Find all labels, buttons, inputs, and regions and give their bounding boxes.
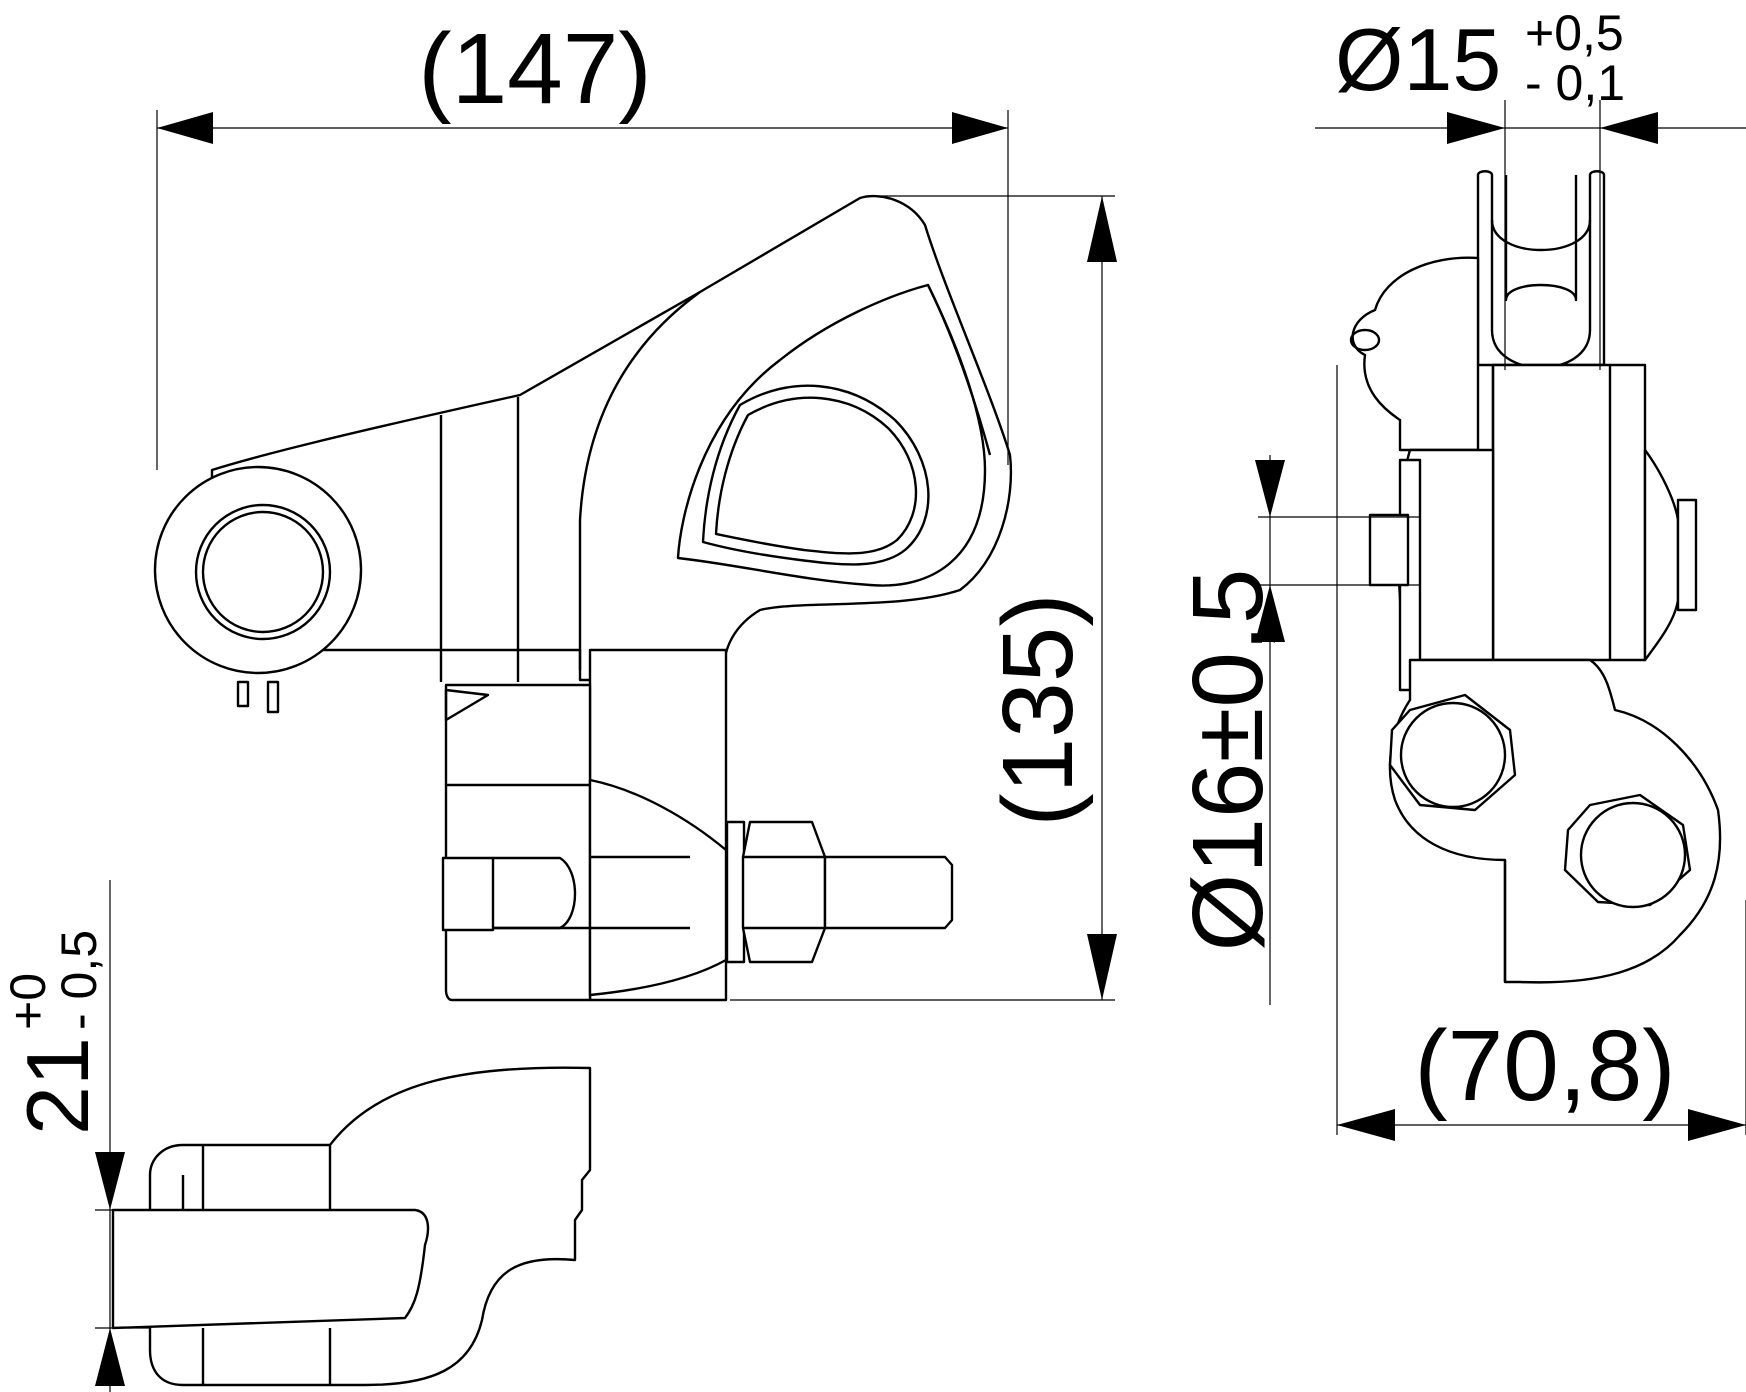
label-147: (147) — [418, 13, 651, 125]
dim-tap-diameter: Ø16±0,5 — [1172, 455, 1420, 1005]
bottom-view — [111, 1066, 592, 1387]
label-dia-15-tol-upper: +0,5 — [1525, 5, 1624, 61]
label-21-tol-upper: +0 — [0, 973, 56, 1030]
front-view — [153, 194, 1013, 1002]
side-view — [1349, 170, 1722, 984]
dim-conductor-diameter: Ø15 +0,5 - 0,1 — [1315, 5, 1746, 370]
dim-overall-height: (135) — [730, 195, 1117, 1001]
slot-cap — [493, 856, 577, 930]
cap-dot — [1349, 328, 1381, 352]
eye-inner — [194, 503, 332, 641]
hook-inner — [1504, 175, 1578, 302]
dim-overall-width: (147) — [156, 13, 1009, 470]
label-135: (135) — [982, 593, 1094, 826]
washer — [725, 820, 746, 964]
hex-nut — [741, 820, 827, 964]
lower-housing — [444, 683, 592, 1002]
stem-tab — [1368, 513, 1410, 587]
threaded-stud — [823, 855, 954, 930]
label-dia-15: Ø15 — [1335, 10, 1501, 109]
label-dia-15-tol-lower: - 0,1 — [1525, 55, 1625, 111]
window-inner-2 — [714, 396, 918, 555]
dim-side-width: (70,8) — [1336, 365, 1746, 1141]
side-pin — [1676, 498, 1698, 612]
body-curve — [578, 291, 701, 670]
body-edge — [926, 284, 992, 456]
small-wedge — [444, 688, 490, 722]
bolt-1-head — [1399, 701, 1507, 809]
bolt-2-head — [1579, 801, 1687, 909]
top-hook — [1476, 170, 1606, 369]
bottom-inner — [111, 1208, 430, 1330]
window-outer — [676, 283, 987, 587]
label-70-8: (70,8) — [1414, 1010, 1675, 1122]
window-inner — [701, 384, 930, 566]
pin-2 — [266, 680, 280, 714]
label-dia-16: Ø16±0,5 — [1172, 569, 1284, 952]
cap-left — [1351, 256, 1480, 452]
wedge-right — [1643, 448, 1680, 662]
eye-bore — [201, 510, 325, 634]
label-21-tol-lower: - 0,5 — [51, 930, 107, 1030]
pin-1 — [236, 680, 250, 708]
label-21: 21 — [8, 1037, 107, 1135]
dim-opening-height: 21 +0 - 0,5 — [0, 880, 150, 1392]
hook-groove — [1490, 219, 1592, 252]
slot-left — [441, 856, 495, 932]
upper-block — [1491, 363, 1647, 662]
